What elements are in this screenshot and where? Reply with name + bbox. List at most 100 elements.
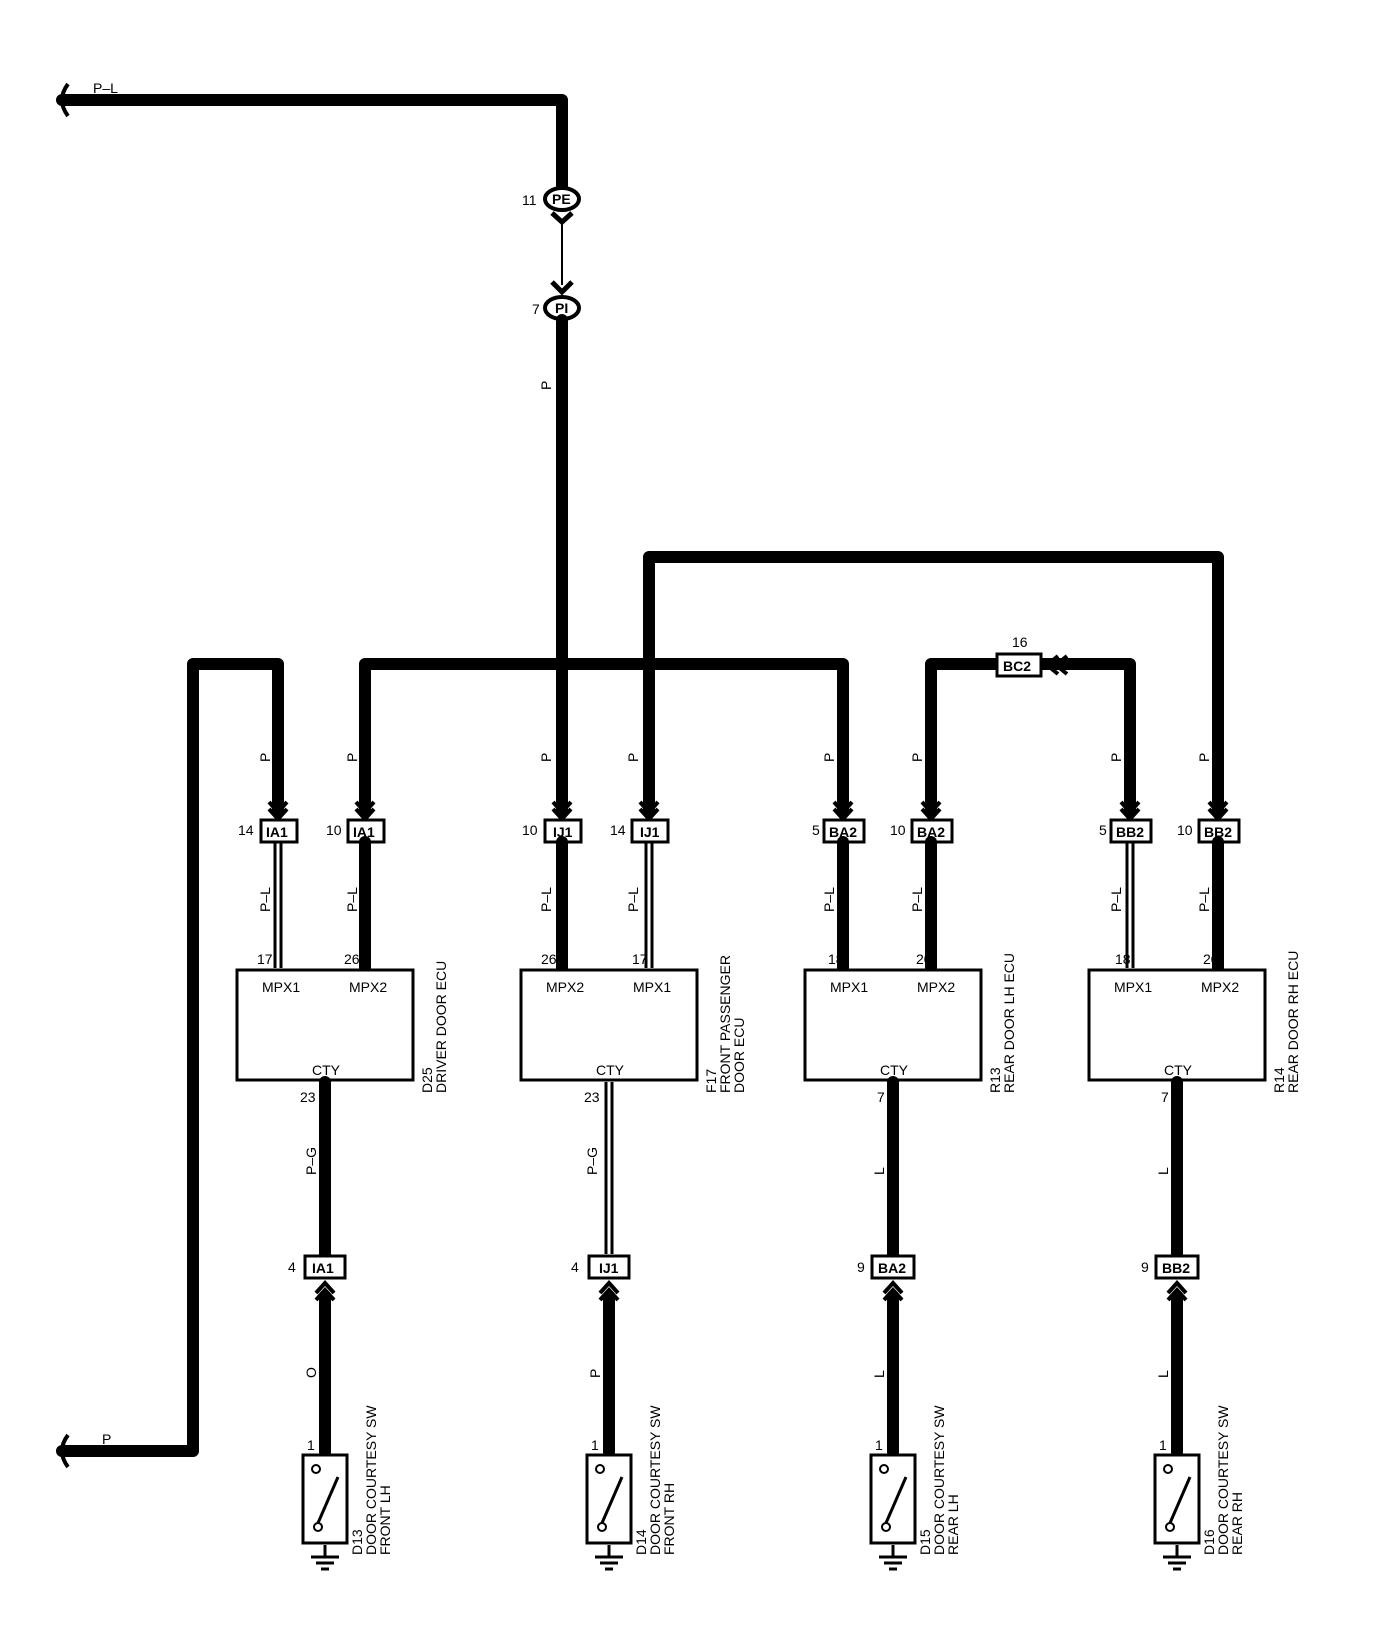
svg-text:FRONT RH: FRONT RH bbox=[661, 1483, 677, 1555]
svg-text:P–G: P–G bbox=[303, 1147, 319, 1175]
cty-wires bbox=[319, 1076, 1183, 1260]
svg-text:REAR DOOR LH ECU: REAR DOOR LH ECU bbox=[1001, 953, 1017, 1093]
wire-label-top-left: P–L bbox=[93, 80, 118, 96]
svg-text:P: P bbox=[1196, 753, 1212, 762]
svg-text:REAR LH: REAR LH bbox=[945, 1494, 961, 1555]
bus-mpx-b bbox=[643, 551, 1224, 816]
svg-text:L: L bbox=[1155, 1370, 1171, 1378]
svg-text:REAR RH: REAR RH bbox=[1229, 1492, 1245, 1555]
svg-text:MPX1: MPX1 bbox=[830, 979, 868, 995]
ecu-d25: 17 26 MPX1 MPX2 CTY D25 DRIVER DOOR ECU bbox=[235, 951, 449, 1093]
svg-text:P–L: P–L bbox=[257, 887, 273, 912]
wire-bottom-left bbox=[56, 658, 284, 1457]
splice-pi: 7 PI bbox=[532, 295, 581, 321]
svg-text:7: 7 bbox=[1161, 1089, 1169, 1105]
svg-text:MPX1: MPX1 bbox=[262, 979, 300, 995]
svg-text:20: 20 bbox=[1203, 951, 1219, 967]
svg-text:DOOR COURTESY SW: DOOR COURTESY SW bbox=[363, 1405, 379, 1555]
svg-text:REAR DOOR RH ECU: REAR DOOR RH ECU bbox=[1285, 951, 1301, 1093]
svg-text:5: 5 bbox=[1099, 822, 1107, 838]
top-connector-tags: 14 IA1 10 IA1 10 IJ1 14 IJ1 5 BA2 10 BA2… bbox=[238, 818, 1241, 844]
svg-text:L: L bbox=[871, 1167, 887, 1175]
svg-text:R13: R13 bbox=[987, 1067, 1003, 1093]
svg-text:1: 1 bbox=[1159, 1437, 1167, 1453]
svg-text:11: 11 bbox=[522, 192, 537, 208]
svg-text:BA2: BA2 bbox=[829, 824, 857, 840]
ecu-r14: 18 20 MPX1 MPX2 CTY R14 REAR DOOR RH ECU bbox=[1087, 951, 1301, 1093]
svg-text:IA1: IA1 bbox=[353, 824, 375, 840]
svg-text:26: 26 bbox=[541, 951, 557, 967]
mid-wires bbox=[273, 836, 1224, 974]
svg-text:BC2: BC2 bbox=[1003, 658, 1031, 674]
svg-text:1: 1 bbox=[875, 1437, 883, 1453]
switch-d15: 1 D15 DOOR COURTESY SW REAR LH bbox=[869, 1405, 961, 1571]
svg-text:BA2: BA2 bbox=[878, 1260, 906, 1276]
svg-text:9: 9 bbox=[857, 1259, 865, 1275]
svg-text:P–L: P–L bbox=[538, 887, 554, 912]
svg-text:10: 10 bbox=[326, 822, 342, 838]
switch-d14: 1 D14 DOOR COURTESY SW FRONT RH bbox=[585, 1405, 677, 1571]
svg-text:9: 9 bbox=[1141, 1259, 1149, 1275]
svg-text:P–G: P–G bbox=[584, 1147, 600, 1175]
svg-text:BA2: BA2 bbox=[917, 824, 945, 840]
svg-text:17: 17 bbox=[632, 951, 648, 967]
svg-text:5: 5 bbox=[812, 822, 820, 838]
switch-wires: O P L L bbox=[303, 1290, 1183, 1458]
svg-text:23: 23 bbox=[584, 1089, 600, 1105]
svg-text:DOOR COURTESY SW: DOOR COURTESY SW bbox=[647, 1405, 663, 1555]
svg-text:DRIVER DOOR ECU: DRIVER DOOR ECU bbox=[433, 961, 449, 1093]
svg-text:P: P bbox=[257, 753, 273, 762]
svg-text:P: P bbox=[821, 753, 837, 762]
svg-text:D25: D25 bbox=[419, 1067, 435, 1093]
svg-text:D14: D14 bbox=[633, 1529, 649, 1555]
ecu-f17: 26 17 MPX2 MPX1 CTY F17 FRONT PASSENGER … bbox=[519, 951, 747, 1093]
svg-text:P–L: P–L bbox=[625, 887, 641, 912]
svg-text:P: P bbox=[344, 753, 360, 762]
svg-text:FRONT LH: FRONT LH bbox=[377, 1485, 393, 1555]
top-wire-labels: P P P P P P P P bbox=[257, 753, 1212, 762]
svg-text:R14: R14 bbox=[1271, 1067, 1287, 1093]
svg-text:O: O bbox=[303, 1367, 319, 1378]
svg-text:BB2: BB2 bbox=[1162, 1260, 1190, 1276]
top-connectors bbox=[267, 800, 1229, 821]
svg-text:IJ1: IJ1 bbox=[553, 824, 573, 840]
svg-text:MPX2: MPX2 bbox=[546, 979, 584, 995]
svg-text:P–L: P–L bbox=[909, 887, 925, 912]
svg-text:BB2: BB2 bbox=[1116, 824, 1144, 840]
splice-pe: 11 PE bbox=[522, 186, 581, 296]
svg-text:D15: D15 bbox=[917, 1529, 933, 1555]
svg-text:MPX2: MPX2 bbox=[917, 979, 955, 995]
svg-text:16: 16 bbox=[1012, 634, 1028, 650]
svg-text:PI: PI bbox=[555, 300, 568, 316]
svg-text:7: 7 bbox=[532, 301, 540, 317]
svg-text:F17: F17 bbox=[703, 1069, 719, 1093]
bus-bc2 bbox=[925, 658, 1136, 816]
svg-text:L: L bbox=[1155, 1167, 1171, 1175]
switch-d16: 1 D16 DOOR COURTESY SW REAR RH bbox=[1153, 1405, 1245, 1571]
svg-text:MPX1: MPX1 bbox=[633, 979, 671, 995]
svg-text:14: 14 bbox=[238, 822, 254, 838]
svg-text:1: 1 bbox=[307, 1437, 315, 1453]
svg-text:17: 17 bbox=[257, 951, 273, 967]
svg-text:20: 20 bbox=[916, 951, 932, 967]
svg-text:FRONT PASSENGER: FRONT PASSENGER bbox=[717, 955, 733, 1093]
junction-bc2: 16 BC2 bbox=[995, 634, 1069, 678]
ecu-r13: 18 20 MPX1 MPX2 CTY R13 REAR DOOR LH ECU bbox=[803, 951, 1017, 1093]
svg-text:P–L: P–L bbox=[344, 887, 360, 912]
svg-text:P: P bbox=[538, 381, 554, 390]
svg-text:MPX2: MPX2 bbox=[1201, 979, 1239, 995]
svg-text:7: 7 bbox=[877, 1089, 885, 1105]
svg-text:14: 14 bbox=[610, 822, 626, 838]
svg-text:18: 18 bbox=[1115, 951, 1131, 967]
svg-text:26: 26 bbox=[344, 951, 360, 967]
svg-text:MPX1: MPX1 bbox=[1114, 979, 1152, 995]
mid-wire-labels: P–L P–L P–L P–L P–L P–L P–L P–L bbox=[257, 887, 1212, 912]
svg-text:P: P bbox=[625, 753, 641, 762]
svg-text:CTY: CTY bbox=[1164, 1062, 1193, 1078]
bus-mpx-a bbox=[359, 658, 849, 816]
svg-text:10: 10 bbox=[1177, 822, 1193, 838]
svg-text:P: P bbox=[538, 753, 554, 762]
svg-text:IJ1: IJ1 bbox=[640, 824, 660, 840]
switch-d13: 1 D13 DOOR COURTESY SW FRONT LH bbox=[301, 1405, 393, 1571]
